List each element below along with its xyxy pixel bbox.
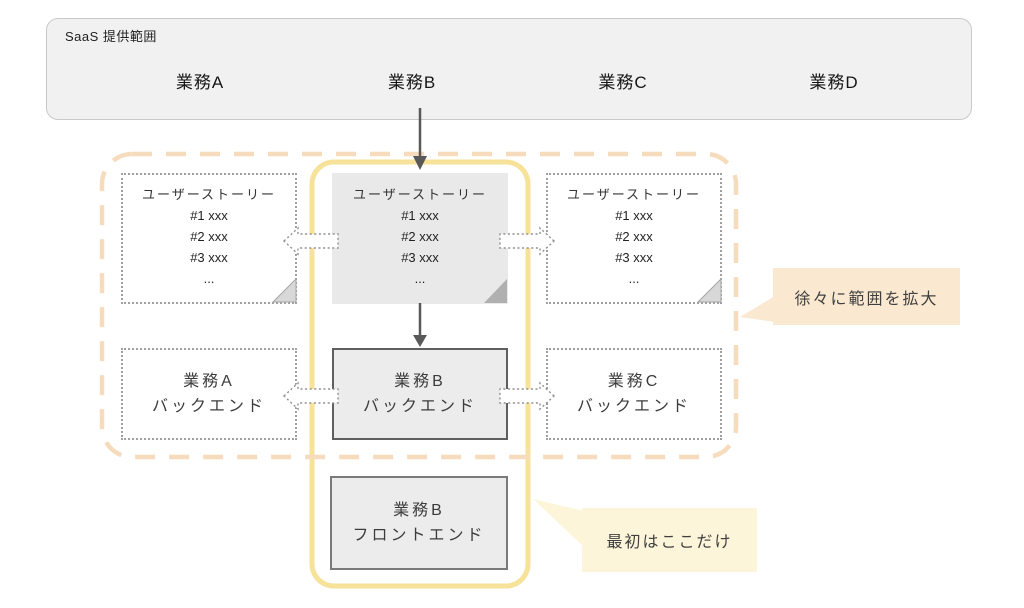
frontend-b-name: 業務B (393, 502, 445, 519)
backend-b-type: バックエンド (362, 398, 477, 415)
user-story-note-c: ユーザーストーリー #1 xxx #2 xxx #3 xxx ... (546, 173, 722, 304)
callout-expand-scope: 徐々に範囲を拡大 (773, 268, 960, 325)
backend-b-name: 業務B (394, 373, 446, 390)
user-story-title: ユーザーストーリー (566, 187, 702, 202)
frontend-box-b: 業務B フロントエンド (330, 476, 508, 570)
saas-scope-label: SaaS 提供範囲 (65, 29, 157, 44)
user-story-item: #2 xxx (401, 229, 439, 244)
user-story-item: ... (628, 271, 640, 286)
user-story-title: ユーザーストーリー (352, 187, 488, 202)
user-story-title: ユーザーストーリー (141, 187, 277, 202)
user-story-item: #3 xxx (615, 250, 653, 265)
user-story-item: #1 xxx (190, 208, 228, 223)
backend-c-name: 業務C (607, 373, 661, 390)
user-story-item: #3 xxx (401, 250, 439, 265)
user-story-item: #2 xxx (615, 229, 653, 244)
process-label-b: 業務B (387, 73, 437, 92)
backend-box-a: 業務A バックエンド (121, 348, 297, 440)
user-story-item: #1 xxx (401, 208, 439, 223)
user-story-note-a: ユーザーストーリー #1 xxx #2 xxx #3 xxx ... (121, 173, 297, 304)
callout-initial-scope: 最初はここだけ (582, 508, 757, 572)
user-story-item: #2 xxx (190, 229, 228, 244)
user-story-item: #3 xxx (190, 250, 228, 265)
frontend-b-type: フロントエンド (352, 527, 486, 544)
process-label-c: 業務C (598, 73, 648, 92)
user-story-note-b: ユーザーストーリー #1 xxx #2 xxx #3 xxx ... (332, 173, 508, 304)
user-story-item: ... (203, 271, 215, 286)
backend-a-type: バックエンド (151, 398, 266, 415)
backend-box-c: 業務C バックエンド (546, 348, 722, 440)
user-story-item: #1 xxx (615, 208, 653, 223)
backend-c-type: バックエンド (576, 398, 691, 415)
process-label-d: 業務D (809, 73, 859, 92)
user-story-item: ... (414, 271, 426, 286)
backend-box-b: 業務B バックエンド (332, 348, 508, 440)
process-label-a: 業務A (175, 73, 225, 92)
backend-a-name: 業務A (183, 373, 235, 390)
